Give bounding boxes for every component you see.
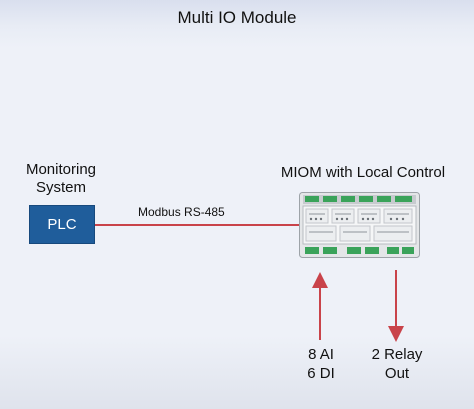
modbus-link-label: Modbus RS-485: [138, 205, 225, 219]
inputs-label: 8 AI 6 DI: [296, 345, 346, 383]
miom-label: MIOM with Local Control: [280, 164, 446, 181]
modbus-connector-line: [95, 224, 299, 226]
outputs-line1: 2 Relay: [371, 346, 423, 363]
plc-box: PLC: [29, 205, 95, 244]
monitoring-label-line2: System: [35, 179, 86, 196]
header-band: [0, 0, 474, 48]
monitoring-system-label: Monitoring System: [6, 161, 116, 197]
diagram-title: Multi IO Module: [177, 8, 297, 27]
outputs-label: 2 Relay Out: [362, 345, 432, 383]
monitoring-label-line1: Monitoring: [25, 161, 97, 178]
io-module-device-image: [299, 192, 420, 258]
plc-label: PLC: [47, 216, 77, 233]
inputs-line1: 8 AI: [308, 346, 334, 363]
outputs-line2: Out: [384, 365, 410, 382]
inputs-line2: 6 DI: [307, 365, 335, 382]
